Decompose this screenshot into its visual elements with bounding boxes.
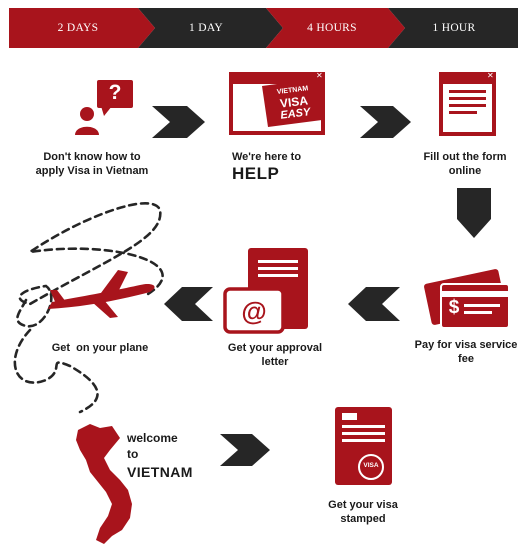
- caption-welcome-word: welcome: [127, 431, 178, 445]
- browser-logo-icon: [229, 72, 325, 135]
- window-close-glyph-1: ✕: [316, 71, 323, 80]
- caption-welcome: welcome to VIETNAM: [127, 430, 217, 482]
- caption-stamped: Get your visa stamped: [313, 498, 413, 526]
- caption-fill-line2: online: [448, 165, 482, 177]
- arrow-left-1: [348, 287, 400, 321]
- arrow-left-2: [164, 287, 213, 321]
- arrow-down: [457, 188, 491, 238]
- caption-fill-form: Fill out the form online: [410, 150, 520, 178]
- at-sign-glyph: @: [241, 296, 267, 326]
- arrow-right-1: [152, 106, 205, 138]
- timeline-seg-4: [388, 8, 518, 48]
- caption-dont-know-line2: apply Visa in Vietnam: [35, 165, 149, 177]
- caption-stamped-line1: Get your visa: [328, 499, 398, 511]
- window-close-glyph-2: ✕: [487, 71, 494, 80]
- caption-plane-line1: Get on your plane: [51, 342, 149, 354]
- vietnam-map-icon: [76, 424, 132, 544]
- caption-help-word: HELP: [232, 164, 280, 183]
- timeline-bar: [9, 8, 518, 48]
- caption-pay-line1: Pay for visa service: [414, 339, 518, 351]
- person-question-icon: [75, 80, 133, 135]
- timeline-seg-3: [266, 8, 405, 48]
- caption-approval-line2: letter: [261, 356, 289, 368]
- caption-dont-know-line1: Don't know how to: [43, 151, 141, 163]
- timeline-label-1: 2 DAYS: [57, 22, 99, 34]
- caption-vietnam-word: VIETNAM: [127, 464, 193, 480]
- caption-here-to: We're here to: [232, 151, 302, 163]
- question-mark-glyph: ?: [108, 81, 122, 104]
- airplane-icon: [48, 270, 155, 318]
- arrow-right-2: [360, 106, 411, 138]
- caption-dont-know: Don't know how to apply Visa in Vietnam: [22, 150, 162, 178]
- visa-document-icon: [335, 407, 392, 485]
- timeline-seg-2: [138, 8, 283, 48]
- caption-fill-line1: Fill out the form: [423, 151, 507, 163]
- caption-to-word: to: [127, 447, 139, 461]
- credit-card-icon: [424, 269, 510, 329]
- caption-plane: Get on your plane: [30, 341, 170, 355]
- caption-help: We're here to HELP: [210, 150, 340, 183]
- form-window-icon: [439, 72, 496, 136]
- arrow-right-3: [220, 434, 270, 466]
- caption-approval-line1: Get your approval: [227, 342, 323, 354]
- caption-pay-line2: fee: [458, 353, 474, 365]
- caption-approval: Get your approval letter: [213, 341, 337, 369]
- caption-stamped-line2: stamped: [340, 513, 386, 525]
- visa-stamp-glyph: VISA: [363, 462, 379, 469]
- timeline-label-3: 4 HOURS: [307, 22, 357, 34]
- caption-pay: Pay for visa service fee: [410, 338, 521, 366]
- logo-text: VIETNAM VISA EASY: [264, 83, 324, 123]
- timeline-label-4: 1 HOUR: [432, 22, 476, 34]
- flight-path-dashed: [13, 202, 164, 414]
- timeline-label-2: 1 DAY: [189, 22, 223, 34]
- approval-letter-icon: [223, 248, 308, 334]
- timeline-seg-1: [9, 8, 155, 48]
- dollar-glyph: $: [448, 297, 460, 318]
